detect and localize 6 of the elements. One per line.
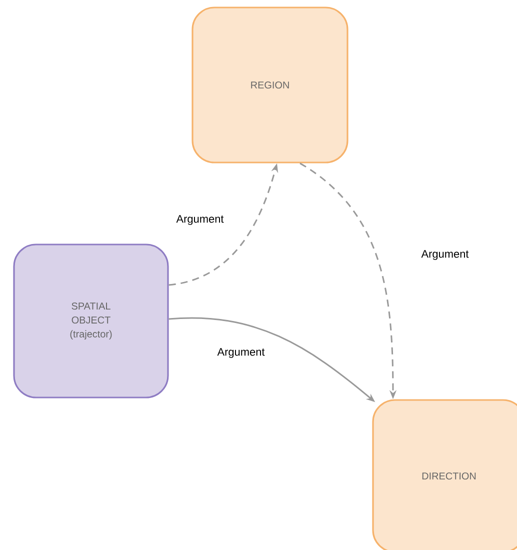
edge-label: Argument — [175, 214, 225, 226]
concept-box: DIRECTION — [372, 399, 517, 550]
concept-box: SPATIAL OBJECT (trajector) — [13, 244, 169, 398]
edge-label: Argument — [420, 249, 470, 261]
concept-box: REGION — [192, 6, 348, 164]
edge-label: Argument — [216, 347, 266, 359]
